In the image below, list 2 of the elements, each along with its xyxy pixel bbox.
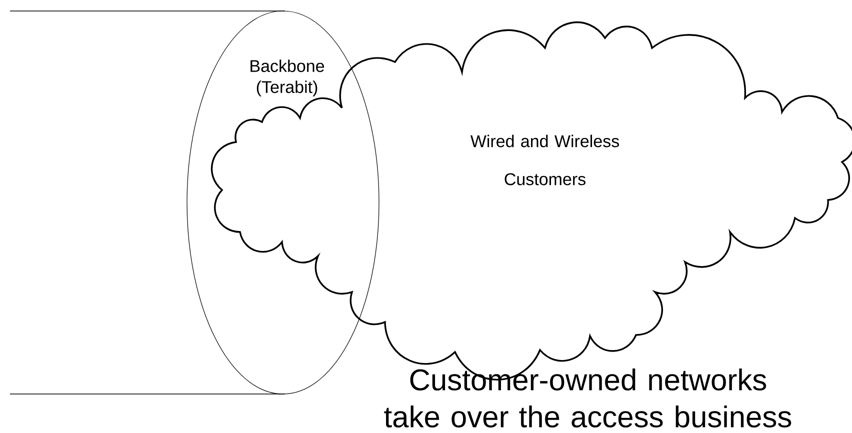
caption: Customer-owned networks take over the access business <box>384 368 792 428</box>
backbone-pipe: Backbone (Terabit) <box>10 10 380 394</box>
